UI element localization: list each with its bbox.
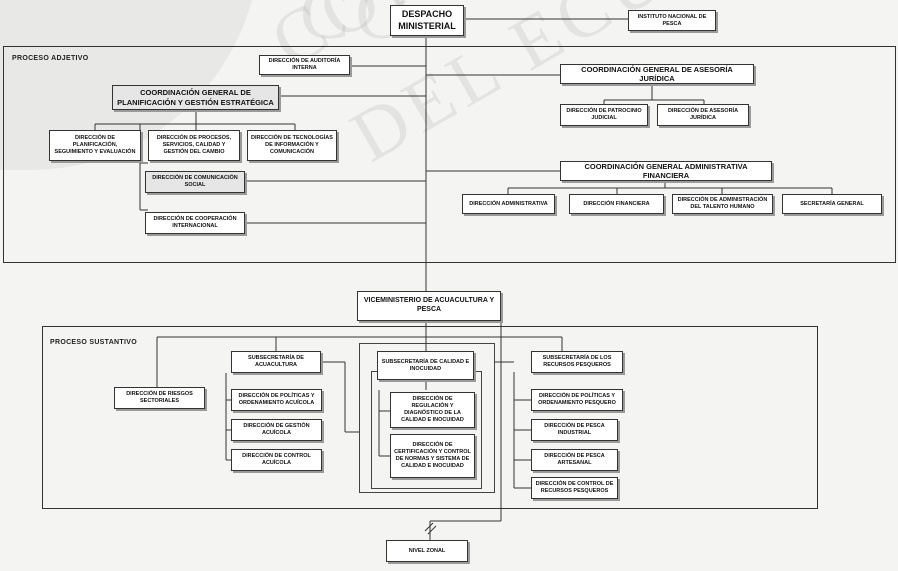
dir-planificacion-box[interactable]: DIRECCIÓN DE PLANIFICACIÓN, SEGUIMIENTO … [49,130,141,161]
dir-certificacion-box[interactable]: DIRECCIÓN DE CERTIFICACIÓN Y CONTROL DE … [390,434,475,478]
proceso-sustantivo-label: PROCESO SUSTANTIVO [50,339,137,346]
dir-gestion-acuicola-box[interactable]: DIRECCIÓN DE GESTIÓN ACUÍCOLA [231,419,322,441]
auditoria-interna-label: DIRECCIÓN DE AUDITORÍA INTERNA [268,58,341,71]
dir-politicas-acuicola-label: DIRECCIÓN DE POLÍTICAS Y ORDENAMIENTO AC… [238,393,315,406]
dir-politicas-acuicola-box[interactable]: DIRECCIÓN DE POLÍTICAS Y ORDENAMIENTO AC… [231,389,322,411]
dir-tecnologias-box[interactable]: DIRECCIÓN DE TECNOLOGÍAS DE INFORMACIÓN … [247,130,337,161]
sub-recursos-pesqueros-label: SUBSECRETARÍA DE LOS RECURSOS PESQUEROS [542,355,612,368]
sub-acuacultura-box[interactable]: SUBSECRETARÍA DE ACUACULTURA [231,351,321,373]
nivel-zonal-label: NIVEL ZONAL [408,547,446,554]
dir-politicas-pesquero-label: DIRECCIÓN DE POLÍTICAS Y ORDENAMIENTO PE… [538,393,616,406]
dir-riesgos-box[interactable]: DIRECCIÓN DE RIESGOS SECTORIALES [114,387,205,409]
nivel-zonal-box[interactable]: NIVEL ZONAL [386,540,468,562]
dir-politicas-pesquero-box[interactable]: DIRECCIÓN DE POLÍTICAS Y ORDENAMIENTO PE… [531,389,623,411]
dir-pesca-artesanal-label: DIRECCIÓN DE PESCA ARTESANAL [544,453,605,466]
sub-acuacultura-label: SUBSECRETARÍA DE ACUACULTURA [248,355,304,368]
dir-financiera-label: DIRECCIÓN FINANCIERA [583,200,650,207]
despacho-ministerial-label: DESPACHO MINISTERIAL [398,9,456,31]
sub-calidad-inocuidad-box[interactable]: SUBSECRETARÍA DE CALIDAD E INOCUIDAD [377,351,474,380]
secretaria-general-label: SECRETARÍA GENERAL [800,200,864,207]
proceso-adjetivo-frame [3,46,896,263]
dir-planificacion-label: DIRECCIÓN DE PLANIFICACIÓN, SEGUIMIENTO … [54,135,136,155]
dir-patrocinio-box[interactable]: DIRECCIÓN DE PATROCINIO JUDICIAL [560,104,648,126]
dir-asesoria-juridica-label: DIRECCIÓN DE ASESORÍA JURÍDICA [667,108,739,121]
dir-tecnologias-label: DIRECCIÓN DE TECNOLOGÍAS DE INFORMACIÓN … [251,135,333,155]
viceministerio-label: VICEMINISTERIO DE ACUACULTURA Y PESCA [363,297,495,313]
dir-control-recursos-box[interactable]: DIRECCIÓN DE CONTROL DE RECURSOS PESQUER… [531,477,618,499]
sub-recursos-pesqueros-box[interactable]: SUBSECRETARÍA DE LOS RECURSOS PESQUEROS [531,351,623,373]
dir-cooperacion-box[interactable]: DIRECCIÓN DE COOPERACIÓN INTERNACIONAL [145,212,245,234]
dir-procesos-label: DIRECCIÓN DE PROCESOS, SERVICIOS, CALIDA… [156,135,232,155]
dir-gestion-acuicola-label: DIRECCIÓN DE GESTIÓN ACUÍCOLA [243,423,310,436]
despacho-ministerial-box[interactable]: DESPACHO MINISTERIAL [390,5,464,36]
dir-administrativa-box[interactable]: DIRECCIÓN ADMINISTRATIVA [462,194,555,214]
coord-planificacion-label: COORDINACIÓN GENERAL DE PLANIFICACIÓN Y … [117,88,274,107]
dir-asesoria-juridica-box[interactable]: DIRECCIÓN DE ASESORÍA JURÍDICA [657,104,749,126]
dir-procesos-box[interactable]: DIRECCIÓN DE PROCESOS, SERVICIOS, CALIDA… [148,130,240,161]
dir-riesgos-label: DIRECCIÓN DE RIESGOS SECTORIALES [126,391,193,404]
dir-pesca-artesanal-box[interactable]: DIRECCIÓN DE PESCA ARTESANAL [531,449,618,471]
sub-calidad-inocuidad-label: SUBSECRETARÍA DE CALIDAD E INOCUIDAD [381,358,470,372]
dir-comunicacion-box[interactable]: DIRECCIÓN DE COMUNICACIÓN SOCIAL [145,171,245,193]
coord-administrativa-financiera-label: COORDINACIÓN GENERAL ADMINISTRATIVA FINA… [584,161,748,180]
dir-control-acuicola-label: DIRECCIÓN DE CONTROL ACUÍCOLA [242,453,311,466]
auditoria-interna-box[interactable]: DIRECCIÓN DE AUDITORÍA INTERNA [259,55,350,75]
dir-financiera-box[interactable]: DIRECCIÓN FINANCIERA [569,194,664,214]
dir-administrativa-label: DIRECCIÓN ADMINISTRATIVA [469,200,548,207]
dir-comunicacion-label: DIRECCIÓN DE COMUNICACIÓN SOCIAL [152,175,238,188]
viceministerio-box[interactable]: VICEMINISTERIO DE ACUACULTURA Y PESCA [357,291,501,321]
coord-planificacion-box[interactable]: COORDINACIÓN GENERAL DE PLANIFICACIÓN Y … [112,85,279,110]
dir-talento-humano-box[interactable]: DIRECCIÓN DE ADMINISTRACIÓN DEL TALENTO … [672,194,773,214]
proceso-adjetivo-label: PROCESO ADJETIVO [12,55,89,62]
dir-pesca-industrial-label: DIRECCIÓN DE PESCA INDUSTRIAL [544,423,605,436]
coord-asesoria-juridica-box[interactable]: COORDINACIÓN GENERAL DE ASESORÍA JURÍDIC… [560,64,754,84]
instituto-nacional-pesca-label: INSTITUTO NACIONAL DE PESCA [637,13,707,27]
dir-talento-humano-label: DIRECCIÓN DE ADMINISTRACIÓN DEL TALENTO … [677,197,768,210]
dir-control-acuicola-box[interactable]: DIRECCIÓN DE CONTROL ACUÍCOLA [231,449,322,471]
dir-patrocinio-label: DIRECCIÓN DE PATROCINIO JUDICIAL [566,108,642,121]
calidad-group-frame [359,343,495,493]
dir-regulacion-box[interactable]: DIRECCIÓN DE REGULACIÓN Y DIAGNÓSTICO DE… [390,392,475,428]
dir-regulacion-label: DIRECCIÓN DE REGULACIÓN Y DIAGNÓSTICO DE… [401,396,464,423]
instituto-nacional-pesca-box[interactable]: INSTITUTO NACIONAL DE PESCA [628,10,716,31]
proceso-sustantivo-frame [42,326,818,509]
dir-control-recursos-label: DIRECCIÓN DE CONTROL DE RECURSOS PESQUER… [535,481,614,494]
secretaria-general-box[interactable]: SECRETARÍA GENERAL [782,194,882,214]
coord-asesoria-juridica-label: COORDINACIÓN GENERAL DE ASESORÍA JURÍDIC… [581,64,733,83]
coord-administrativa-financiera-box[interactable]: COORDINACIÓN GENERAL ADMINISTRATIVA FINA… [560,161,772,181]
dir-pesca-industrial-box[interactable]: DIRECCIÓN DE PESCA INDUSTRIAL [531,419,618,441]
dir-certificacion-label: DIRECCIÓN DE CERTIFICACIÓN Y CONTROL DE … [394,442,471,469]
dir-cooperacion-label: DIRECCIÓN DE COOPERACIÓN INTERNACIONAL [153,216,237,229]
